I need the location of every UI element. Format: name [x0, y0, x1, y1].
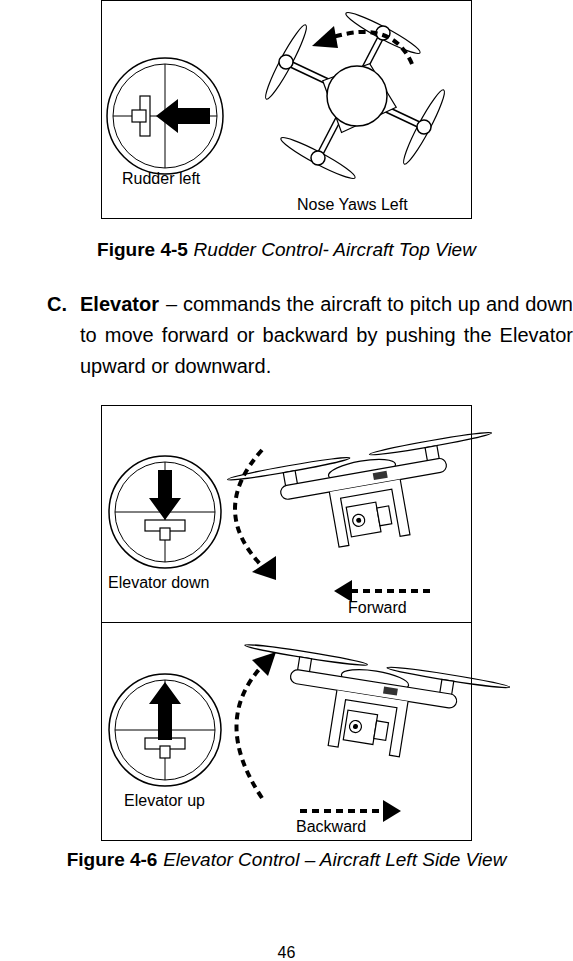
arrow-head: [383, 800, 401, 822]
panel-label: Nose Yaws Left: [297, 196, 408, 214]
motion-arrow: [350, 589, 430, 593]
figure-panel: Elevator downForward: [101, 405, 472, 623]
figure-number: Figure 4-5: [97, 239, 188, 260]
frame-arm: [286, 62, 424, 127]
stick-ring-inner: [113, 64, 217, 168]
panel-label: Forward: [348, 599, 407, 617]
pitch-arrow: [235, 450, 262, 566]
figure-caption: Figure 4-6Elevator Control – Aircraft Le…: [0, 848, 573, 872]
motion-arrow: [300, 809, 385, 813]
center-hub: [327, 66, 387, 126]
figure-title: Elevator Control – Aircraft Left Side Vi…: [163, 849, 506, 870]
panel-label: Elevator down: [108, 574, 209, 592]
figure-number: Figure 4-6: [67, 849, 158, 870]
pitch-arrow: [236, 664, 264, 798]
arrow-head: [252, 652, 276, 676]
panel-label: Backward: [296, 818, 366, 836]
propeller: [399, 87, 449, 167]
arrow-head: [252, 556, 276, 580]
drone-side-view: [231, 642, 510, 772]
figure-panel: Rudder leftNose Yaws Left: [101, 0, 472, 219]
motor: [311, 151, 325, 165]
motor: [417, 120, 431, 134]
page-number: 46: [278, 944, 296, 961]
frame-body: [323, 60, 398, 132]
frame-arm: [286, 62, 424, 127]
stick-ring-inner: [115, 680, 215, 780]
yaw-arrow: [330, 32, 412, 64]
stick-knob: [132, 110, 146, 122]
direction-arrow: [149, 470, 181, 520]
stick-ring: [107, 58, 223, 174]
body-paragraph: Elevator– commands the aircraft to pitch…: [80, 289, 573, 382]
direction-arrow: [149, 682, 181, 740]
item-letter: C.: [47, 289, 67, 320]
arrow-head: [334, 580, 352, 602]
panel-label: Elevator up: [124, 792, 205, 810]
stick-ring-inner: [115, 462, 215, 562]
drone-side-view: [227, 430, 506, 564]
figure-caption: Figure 4-5 Rudder Control- Aircraft Top V…: [0, 238, 573, 262]
direction-arrow: [156, 99, 210, 133]
arrow-head: [312, 26, 338, 48]
drone-top-view: [261, 8, 449, 183]
stick-knob: [160, 746, 170, 758]
stick-ring: [109, 674, 221, 786]
motor: [279, 55, 293, 69]
item-letter: C.: [47, 293, 67, 315]
propeller: [261, 22, 311, 102]
stick-ring: [109, 456, 221, 568]
page-number: 46: [0, 944, 573, 961]
term: Elevator: [80, 293, 159, 315]
figure-title: Rudder Control- Aircraft Top View: [194, 239, 476, 260]
propeller: [278, 133, 358, 183]
figure-panel: Elevator up Backward: [101, 622, 472, 841]
panel-label: Rudder left: [122, 170, 200, 188]
stick-knob: [160, 528, 170, 540]
